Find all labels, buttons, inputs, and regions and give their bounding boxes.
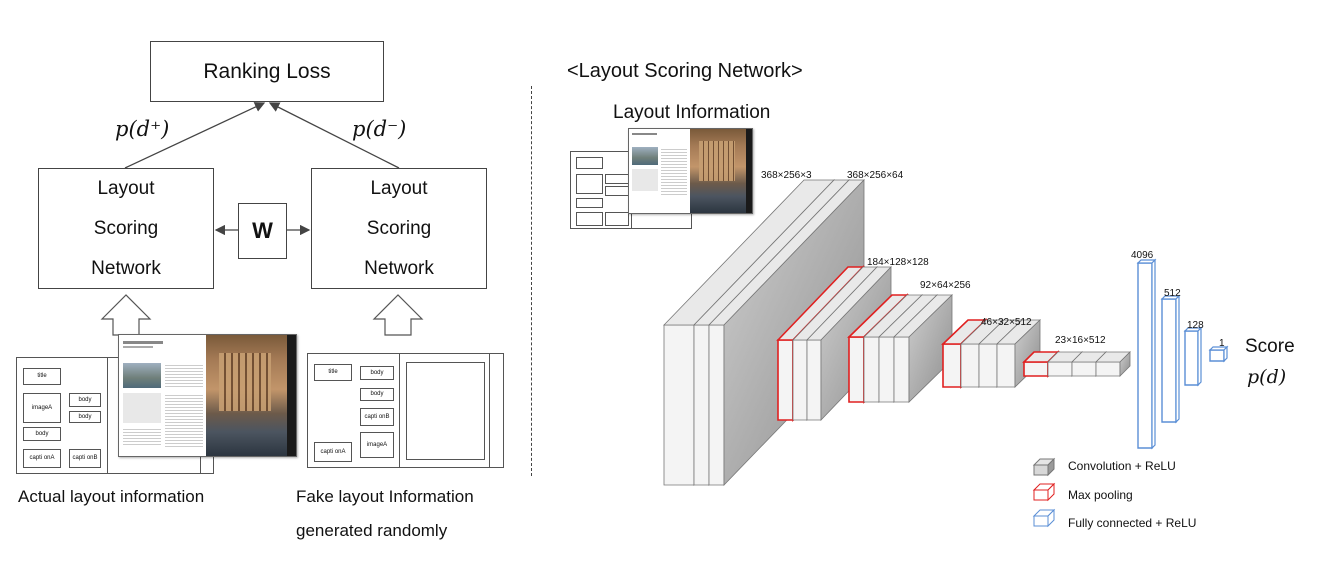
actual-image-block: imageA	[23, 393, 61, 423]
fc2-slab	[1160, 294, 1181, 424]
actual-body-block: body	[69, 393, 101, 407]
legend: Convolution + ReLU Max pooling Fully con…	[1032, 455, 1252, 535]
fake-body-block: body	[360, 366, 394, 380]
ranking-loss-box: Ranking Loss	[150, 41, 384, 102]
actual-caption-b-block: capti onB	[69, 449, 101, 468]
legend-conv-label: Convolution + ReLU	[1068, 459, 1176, 473]
lsn-left-line-2: Scoring	[93, 217, 159, 239]
lsn-right-line-1: Layout	[370, 177, 428, 199]
conv5-slab-c	[1095, 351, 1131, 377]
actual-caption-a-block: capti onA	[23, 449, 61, 468]
shared-weight-box: W	[238, 203, 287, 259]
score-formula: p(d)	[1247, 366, 1287, 388]
p-positive-label: p(d⁺)	[115, 117, 170, 141]
fake-layout-caption-line-2: generated randomly	[296, 521, 448, 540]
legend-swatches	[1032, 457, 1056, 528]
p-negative-label: p(d⁻)	[352, 117, 407, 141]
conv4-slab-c	[996, 319, 1041, 388]
lsn-right-line-3: Network	[364, 257, 434, 279]
output-slab	[1208, 345, 1229, 363]
up-arrow-actual	[100, 294, 152, 336]
dim-label-fc2: 512	[1164, 288, 1181, 299]
fc3-slab	[1183, 326, 1203, 387]
score-label: Score	[1245, 336, 1295, 357]
dim-label-input: 368×256×3	[761, 170, 812, 181]
dim-label-conv3: 92×64×256	[920, 280, 971, 291]
layout-scoring-network-right: Layout Scoring Network	[311, 168, 487, 289]
actual-body-block-2: body	[69, 411, 101, 423]
fake-title-block: title	[314, 364, 352, 381]
conv3-slab-c	[893, 294, 953, 403]
dim-label-output: 1	[1219, 338, 1225, 349]
lsn-left-line-3: Network	[91, 257, 161, 279]
panel-divider	[531, 86, 532, 476]
layout-info-page-image	[628, 128, 753, 214]
actual-magazine-page-image	[118, 334, 297, 457]
actual-body-block-3: body	[23, 427, 61, 441]
legend-fc-swatch	[1032, 508, 1056, 528]
actual-layout-caption: Actual layout information	[18, 487, 205, 506]
ranking-loss-label: Ranking Loss	[203, 59, 331, 83]
dim-label-conv1: 368×256×64	[847, 170, 904, 181]
legend-fc-label: Fully connected + ReLU	[1068, 516, 1197, 530]
arrow-left-to-loss	[124, 102, 266, 169]
layout-information-label: Layout Information	[613, 102, 771, 123]
lsn-right-line-2: Scoring	[366, 217, 432, 239]
up-arrow-fake	[372, 294, 424, 336]
arrow-right-to-loss	[268, 102, 400, 169]
legend-conv-swatch	[1032, 457, 1056, 477]
legend-pool-swatch	[1032, 482, 1056, 502]
fake-body-block-2: body	[360, 388, 394, 401]
fake-layout-caption-line-1: Fake layout Information	[296, 487, 474, 506]
dim-label-conv2: 184×128×128	[867, 257, 929, 268]
fake-image-block: imageA	[360, 432, 394, 458]
network-title: <Layout Scoring Network>	[567, 60, 803, 82]
dim-label-fc3: 128	[1187, 320, 1204, 331]
legend-pool-label: Max pooling	[1068, 488, 1133, 502]
dim-label-conv5: 23×16×512	[1055, 335, 1106, 346]
lsn-left-line-1: Layout	[97, 177, 155, 199]
dim-label-conv4: 46×32×512	[981, 317, 1032, 328]
dim-label-fc1: 4096	[1131, 250, 1154, 261]
fc1-slab	[1136, 258, 1157, 450]
fake-caption-a-block: capti onA	[314, 442, 352, 462]
fake-layout-thumbnail: title body body capti onB imageA capti o…	[307, 353, 504, 468]
actual-title-block: title	[23, 368, 61, 385]
shared-weight-label: W	[252, 218, 273, 243]
fake-caption-b-block: capti onB	[360, 408, 394, 426]
layout-scoring-network-left: Layout Scoring Network	[38, 168, 214, 289]
